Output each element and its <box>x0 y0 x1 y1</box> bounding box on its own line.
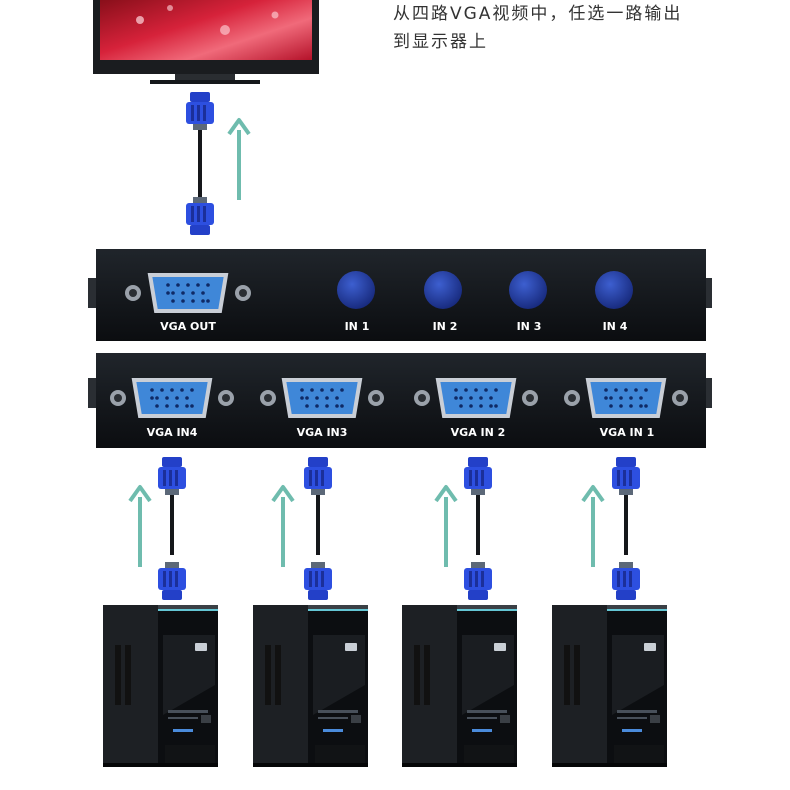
input-button-3-cap[interactable] <box>509 271 547 309</box>
input-button-4[interactable]: IN 4 <box>595 271 633 333</box>
computer-2 <box>402 605 517 767</box>
input-button-1[interactable]: IN 1 <box>337 271 375 333</box>
switch-front-panel: VGA OUT IN 1 IN 2 IN 3 IN 4 <box>88 249 712 341</box>
vga-in-1-label: VGA IN 1 <box>600 426 655 439</box>
vga-in-1-port: VGA IN 1 <box>564 378 688 439</box>
input-button-1-cap[interactable] <box>337 271 375 309</box>
monitor <box>93 0 319 84</box>
caption-line-1: 从四路VGA视频中，任选一路输出 <box>393 4 683 24</box>
vga-in-4-label: VGA IN4 <box>147 426 198 439</box>
caption: 从四路VGA视频中，任选一路输出 到显示器上 <box>393 0 783 56</box>
vga-in-3-label: VGA IN3 <box>297 426 348 439</box>
output-arrow <box>227 118 251 202</box>
input-chain-4 <box>103 457 218 767</box>
vga-in-4-port: VGA IN4 <box>110 378 234 439</box>
vga-in-2-label: VGA IN 2 <box>451 426 506 439</box>
vga-in-2-port: VGA IN 2 <box>414 378 538 439</box>
switch-back-panel: VGA IN4 VGA IN3 VGA IN 2 VGA IN 1 <box>88 353 712 448</box>
input-arrow-2 <box>434 485 458 569</box>
computer-1 <box>552 605 667 767</box>
input-button-2-label: IN 2 <box>433 320 458 333</box>
input-button-2-cap[interactable] <box>424 271 462 309</box>
vga-out-label: VGA OUT <box>160 320 216 333</box>
input-chain-2 <box>402 457 517 767</box>
input-arrow-3 <box>271 485 295 569</box>
input-chain-1 <box>552 457 667 767</box>
input-button-4-label: IN 4 <box>603 320 628 333</box>
monitor-cable <box>186 92 214 235</box>
input-arrow-4 <box>128 485 152 569</box>
monitor-screen <box>100 0 312 60</box>
monitor-stand <box>175 74 235 80</box>
vga-in-3-port: VGA IN3 <box>260 378 384 439</box>
caption-line-2: 到显示器上 <box>393 32 488 52</box>
computer-3 <box>253 605 368 767</box>
input-button-4-cap[interactable] <box>595 271 633 309</box>
computer-4 <box>103 605 218 767</box>
input-chain-3 <box>253 457 368 767</box>
vga-out-port <box>148 273 228 313</box>
input-button-2[interactable]: IN 2 <box>424 271 462 333</box>
input-button-1-label: IN 1 <box>345 320 370 333</box>
input-arrow-1 <box>581 485 605 569</box>
input-button-3[interactable]: IN 3 <box>509 271 547 333</box>
input-button-3-label: IN 3 <box>517 320 542 333</box>
